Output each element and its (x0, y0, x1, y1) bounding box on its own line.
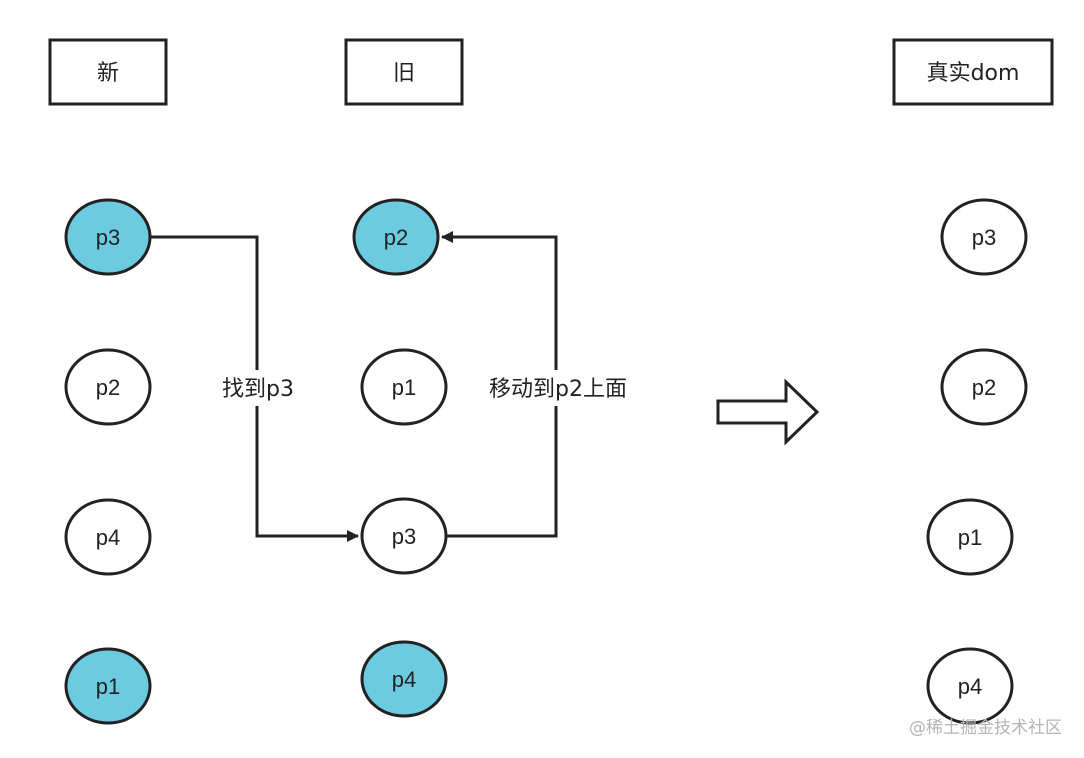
header-old: 旧 (344, 38, 464, 106)
new-node-shape (64, 647, 152, 725)
transform-arrow (716, 378, 820, 446)
old-node-shape (360, 640, 448, 718)
real-node-p4: p4 (926, 647, 1014, 725)
old-vnode-column: p2 p1 p3 p4 (352, 198, 448, 718)
new-node-p1: p1 (64, 647, 152, 725)
old-node-p3: p3 (360, 497, 448, 575)
real-node-p2: p2 (940, 348, 1028, 426)
real-dom-column: p3 p2 p1 p4 (926, 198, 1028, 725)
new-vnode-column: p3 p2 p4 p1 (64, 198, 152, 725)
header-new: 新 (48, 38, 168, 106)
real-node-p3: p3 (940, 198, 1028, 276)
old-node-shape (360, 348, 448, 426)
new-node-label: p3 (96, 225, 120, 250)
old-node-p2: p2 (352, 198, 440, 276)
old-node-p1: p1 (360, 348, 448, 426)
new-node-p3: p3 (64, 198, 152, 276)
header-real-dom-label: 真实dom (927, 61, 1020, 86)
old-node-shape (360, 497, 448, 575)
old-node-label: p4 (392, 667, 416, 692)
header-real-dom: 真实dom (892, 38, 1054, 106)
new-node-label: p1 (96, 674, 120, 699)
new-node-label: p2 (96, 375, 120, 400)
old-node-p4: p4 (360, 640, 448, 718)
move-annotation: 移动到p2上面 (489, 377, 627, 402)
real-node-p1: p1 (926, 498, 1014, 576)
real-node-shape (940, 198, 1028, 276)
find-annotation: 找到p3 (222, 377, 294, 402)
old-node-shape (352, 198, 440, 276)
real-node-label: p2 (972, 375, 996, 400)
new-node-label: p4 (96, 525, 120, 550)
find-label-bg (214, 370, 302, 406)
new-node-shape (64, 498, 152, 576)
header-new-label: 新 (97, 61, 119, 86)
real-node-shape (926, 647, 1014, 725)
new-node-shape (64, 348, 152, 426)
new-node-p2: p2 (64, 348, 152, 426)
header-old-label: 旧 (393, 61, 415, 86)
old-node-label: p3 (392, 524, 416, 549)
watermark: @稀土掘金技术社区 (909, 718, 1062, 738)
new-node-shape (64, 198, 152, 276)
real-node-label: p3 (972, 225, 996, 250)
real-node-shape (940, 348, 1028, 426)
real-node-label: p1 (958, 525, 982, 550)
old-node-label: p1 (392, 375, 416, 400)
real-node-shape (926, 498, 1014, 576)
old-node-label: p2 (384, 225, 408, 250)
real-node-label: p4 (958, 674, 982, 699)
move-label-bg (476, 370, 640, 406)
new-node-p4: p4 (64, 498, 152, 576)
